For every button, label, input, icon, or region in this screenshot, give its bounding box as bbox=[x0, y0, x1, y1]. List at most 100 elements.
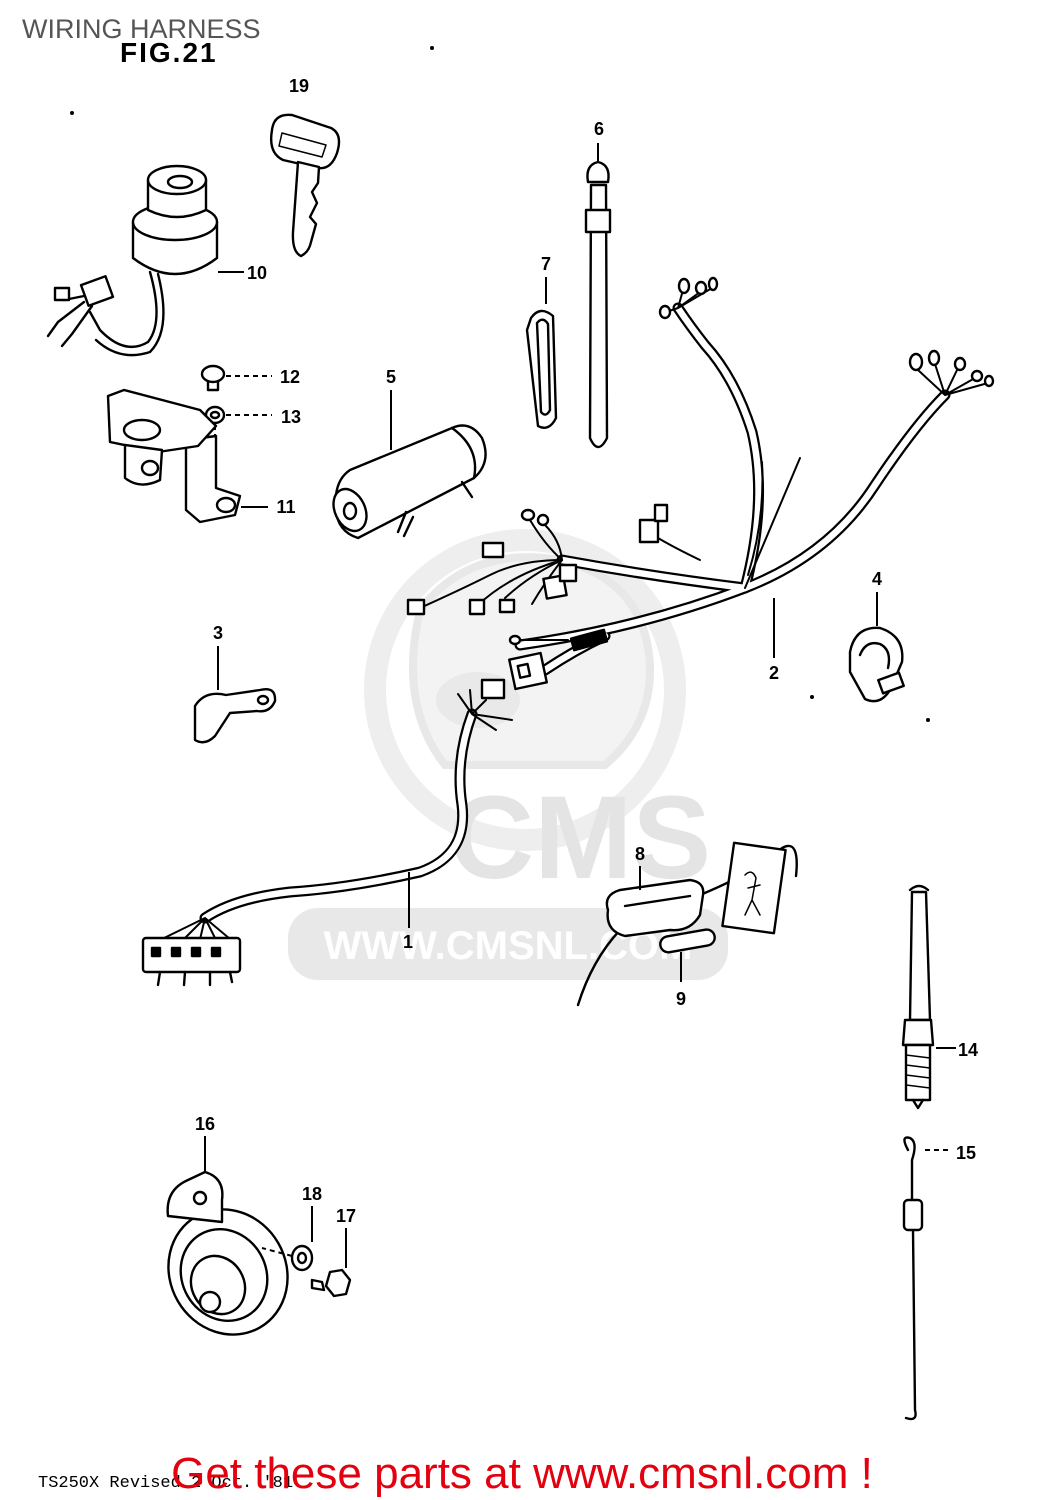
harness-wire bbox=[504, 559, 563, 599]
page-title: WIRING HARNESS bbox=[22, 14, 261, 44]
sub-harness-pin bbox=[190, 946, 202, 958]
harness-wire bbox=[419, 559, 563, 609]
bracket-top-hole bbox=[122, 418, 162, 442]
rod-15-sleeve bbox=[902, 1198, 924, 1232]
callout-19: 19 bbox=[289, 76, 309, 96]
horn-bracket-hole bbox=[192, 1190, 208, 1206]
harness-branch bbox=[674, 304, 762, 592]
coil-terminal bbox=[396, 510, 415, 538]
callout-11: 11 bbox=[276, 497, 295, 517]
part-7-clamp bbox=[525, 309, 558, 429]
callout-17: 17 bbox=[336, 1206, 356, 1226]
harness-terminal bbox=[927, 349, 941, 367]
switch-wires bbox=[46, 294, 94, 348]
sub-harness-wire bbox=[457, 689, 513, 731]
harness-terminal bbox=[908, 352, 924, 372]
part-2-main-harness bbox=[406, 276, 995, 691]
harness-wire bbox=[544, 524, 563, 561]
sub-harness-pin bbox=[170, 946, 182, 958]
watermark-logo-ring bbox=[364, 529, 686, 851]
callout-7: 7 bbox=[541, 254, 551, 274]
harness-connector bbox=[406, 598, 426, 616]
clamp-4-tab bbox=[877, 671, 905, 695]
part-3-clamp bbox=[193, 687, 277, 744]
rod-15-shaft bbox=[903, 1136, 917, 1421]
horn-ring bbox=[189, 1254, 247, 1316]
sub-harness-pin bbox=[210, 946, 222, 958]
harness-wire bbox=[529, 519, 563, 561]
callout-1: 1 bbox=[403, 932, 413, 952]
part-15-rod bbox=[902, 1136, 924, 1421]
scan-dot bbox=[810, 695, 814, 699]
harness-wire bbox=[665, 287, 713, 313]
washer-hole bbox=[209, 410, 221, 420]
harness-connector-slot bbox=[516, 662, 532, 679]
callout-18: 18 bbox=[302, 1184, 322, 1204]
switch-connector bbox=[79, 275, 115, 307]
clamp-4-inner bbox=[858, 641, 891, 670]
get-parts-link[interactable]: Get these parts at www.cmsnl.com ! bbox=[171, 1449, 873, 1498]
coil-end-seam bbox=[450, 426, 477, 480]
scan-dots bbox=[70, 46, 930, 722]
part-17-bolt bbox=[310, 1268, 352, 1298]
fuse-body bbox=[659, 928, 716, 954]
coil-body bbox=[334, 424, 487, 540]
callout-8: 8 bbox=[635, 844, 645, 864]
harness-connector bbox=[481, 541, 505, 559]
harness-terminal bbox=[536, 513, 550, 527]
callout-13: 13 bbox=[281, 407, 301, 427]
callout-12: 12 bbox=[280, 367, 300, 387]
coil-end-socket bbox=[342, 501, 358, 521]
harness-terminal bbox=[508, 634, 522, 646]
model-revision-note: TS250X Revised 2 Oct. '81 bbox=[38, 1474, 293, 1493]
part-11-bracket bbox=[106, 388, 242, 524]
clamp-slot bbox=[535, 318, 552, 416]
cable-14-thread-lines bbox=[905, 1054, 931, 1089]
sub-harness-top-connector bbox=[480, 678, 506, 700]
harness-wire bbox=[744, 457, 801, 589]
part-8-fuse-holder bbox=[576, 841, 798, 1007]
clamp-3-hole bbox=[256, 694, 270, 706]
sub-harness-pin bbox=[150, 946, 162, 958]
fuse-holder-body bbox=[605, 878, 705, 938]
part-5-ignition-coil bbox=[332, 424, 487, 540]
harness-left bbox=[558, 556, 749, 592]
harness-trunk bbox=[516, 391, 949, 649]
bracket-side-hole bbox=[140, 459, 160, 477]
keyhole-icon bbox=[166, 174, 194, 190]
cable-14-thread bbox=[904, 1043, 932, 1102]
harness-connector bbox=[468, 598, 486, 616]
part-19-key bbox=[269, 113, 341, 258]
part-12-screw bbox=[200, 364, 226, 392]
harness-terminal bbox=[970, 369, 984, 383]
bracket-hole bbox=[215, 496, 237, 514]
scan-dot bbox=[70, 111, 74, 115]
cable-14-top bbox=[908, 884, 930, 892]
cable-14-tube bbox=[908, 890, 932, 1022]
harness-terminal bbox=[707, 276, 719, 292]
harness-sleeve bbox=[569, 628, 609, 652]
callout-6: 6 bbox=[594, 119, 604, 139]
clamp-3-body bbox=[193, 687, 277, 744]
coil-terminal bbox=[460, 480, 474, 499]
band-buckle bbox=[584, 208, 612, 234]
part-16-horn bbox=[166, 1170, 289, 1336]
callout-4: 4 bbox=[872, 569, 882, 589]
part-10-ignition-switch bbox=[46, 164, 219, 357]
scan-dot bbox=[430, 46, 434, 50]
band-tab bbox=[586, 160, 610, 184]
harness-connector bbox=[558, 563, 578, 583]
callout-5: 5 bbox=[386, 367, 396, 387]
part-1-sub-harness bbox=[141, 678, 513, 987]
part-4-clamp bbox=[848, 626, 905, 703]
key-blade bbox=[291, 160, 321, 258]
part-18-washer bbox=[290, 1244, 314, 1272]
cable-14-boot bbox=[901, 1018, 935, 1047]
callout-14: 14 bbox=[958, 1040, 978, 1060]
part-6-band bbox=[584, 160, 612, 449]
sub-harness-pin-tails bbox=[156, 970, 234, 987]
callout-16: 16 bbox=[195, 1114, 215, 1134]
switch-lead-wire bbox=[94, 272, 165, 357]
switch-lead-wire bbox=[88, 270, 158, 349]
callout-2: 2 bbox=[769, 663, 779, 683]
